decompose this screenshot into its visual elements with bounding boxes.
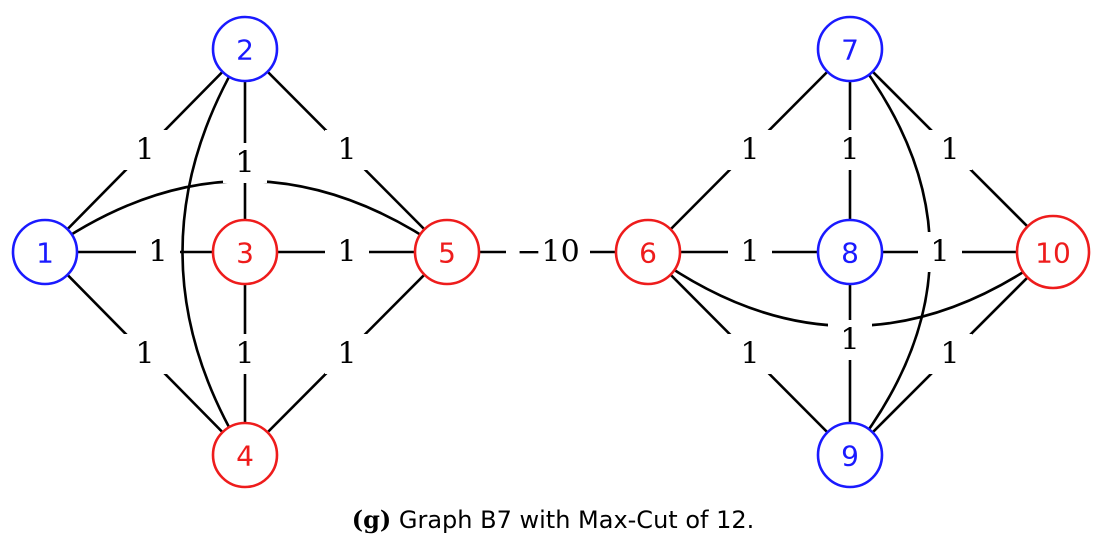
edge-7-10 [849, 48, 1054, 253]
node-8: 8 [816, 218, 884, 286]
nodes-layer: 1 2 3 4 5 6 7 8 9 10 [11, 15, 1091, 489]
edge-2-5 [244, 48, 448, 253]
edge-weight-1-4: 1 [135, 337, 154, 372]
node-6: 6 [614, 218, 682, 286]
edge-weight-1-5: 1 [235, 146, 254, 181]
node-5: 5 [413, 218, 481, 286]
edge-6-9 [647, 251, 851, 456]
edge-weight-2-5: 1 [337, 133, 356, 168]
node-7: 7 [816, 15, 884, 83]
caption-tag: (g) [351, 505, 392, 534]
edge-weight-8-10: 1 [930, 235, 949, 270]
edge-weight-7-8: 1 [840, 133, 859, 168]
node-label-2: 2 [236, 34, 254, 67]
edge-9-10 [849, 251, 1054, 456]
node-label-8: 8 [841, 237, 859, 270]
node-circle-7 [816, 15, 884, 83]
edge-weight-6-7: 1 [740, 133, 759, 168]
edge-weight-7-10: 1 [940, 133, 959, 168]
node-label-6: 6 [639, 237, 657, 270]
node-circle-2 [211, 15, 279, 83]
node-1: 1 [11, 218, 79, 286]
edges-layer [44, 48, 1054, 456]
node-circle-1 [11, 218, 79, 286]
node-label-1: 1 [36, 237, 54, 270]
node-circle-5 [413, 218, 481, 286]
node-label-5: 5 [438, 237, 456, 270]
node-2: 2 [211, 15, 279, 83]
node-circle-3 [211, 218, 279, 286]
edge-6-7 [647, 48, 851, 253]
edge-weight-9-10: 1 [940, 337, 959, 372]
node-circle-9 [816, 421, 884, 489]
node-label-3: 3 [236, 237, 254, 270]
edge-weight-3-4: 1 [235, 337, 254, 372]
edge-1-4 [44, 251, 246, 456]
edge-weight-1-3: 1 [148, 235, 167, 270]
edge-weight-3-5: 1 [337, 235, 356, 270]
edge-weight-2-3: 1 [235, 146, 254, 181]
edge-weight-2-4: 1 [148, 235, 167, 270]
node-4: 4 [211, 421, 279, 489]
node-label-4: 4 [236, 440, 254, 473]
node-3: 3 [211, 218, 279, 286]
edge-weight-7-9: 1 [930, 235, 949, 270]
node-circle-8 [816, 218, 884, 286]
node-circle-4 [211, 421, 279, 489]
node-label-10: 10 [1035, 237, 1071, 270]
caption-text: Graph B7 with Max-Cut of 12. [398, 506, 755, 534]
edge-4-5 [244, 251, 448, 456]
edge-1-2 [44, 48, 246, 253]
node-label-9: 9 [841, 440, 859, 473]
figure-caption: (g) Graph B7 with Max-Cut of 12. [0, 505, 1106, 534]
edge-weight-5-6: −10 [516, 235, 579, 270]
edge-weight-6-10: 1 [840, 323, 859, 358]
edge-2-4 [181, 48, 247, 456]
edge-weight-4-5: 1 [337, 337, 356, 372]
edge-weight-8-9: 1 [840, 323, 859, 358]
node-9: 9 [816, 421, 884, 489]
node-circle-10 [1015, 214, 1091, 290]
node-label-7: 7 [841, 34, 859, 67]
node-10: 10 [1015, 214, 1091, 290]
edge-weight-6-8: 1 [740, 235, 759, 270]
edge-weight-6-9: 1 [740, 337, 759, 372]
node-circle-6 [614, 218, 682, 286]
edge-weight-1-2: 1 [135, 133, 154, 168]
